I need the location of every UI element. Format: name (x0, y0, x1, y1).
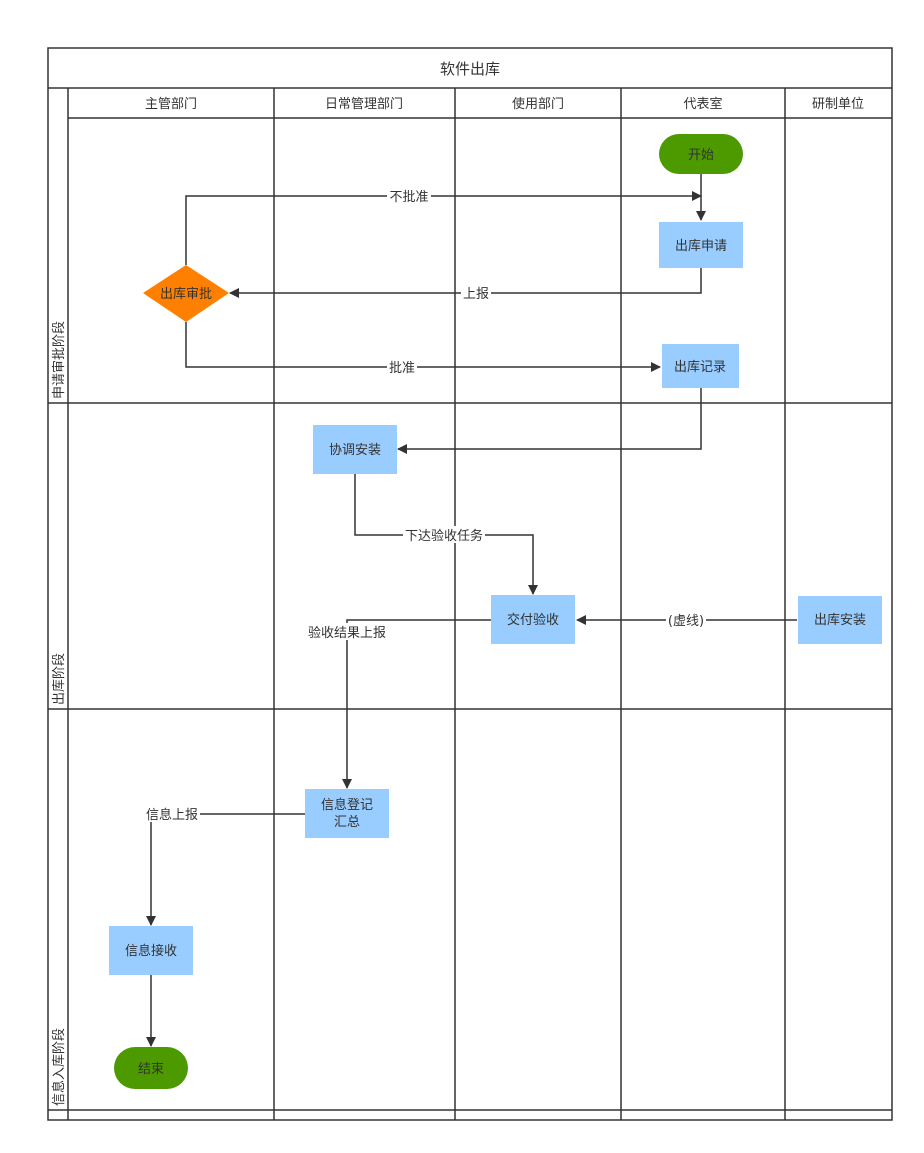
apply-process-shape (659, 222, 743, 268)
coord-process-shape (313, 425, 397, 474)
node-receive: 信息接收 (109, 926, 193, 975)
phase-label-1: 申请审批阶段 (52, 321, 67, 399)
node-register: 信息登记 汇总 (305, 789, 389, 838)
edge-label-bg-task (403, 526, 485, 543)
edge-label-dashed: (虚线) (668, 614, 704, 629)
node-record: 出库记录 (662, 344, 739, 388)
node-coord: 协调安装 (313, 425, 397, 474)
deliver-process-shape (491, 595, 575, 644)
edge-label-bg-report (461, 284, 491, 301)
receive-process-shape (109, 926, 193, 975)
column-header-4: 代表室 (683, 96, 722, 112)
edge-reject (185, 191, 702, 265)
edge-result (342, 619, 491, 789)
node-deliver-label: 交付验收 (507, 612, 559, 628)
edge-label-bg-result (305, 623, 389, 640)
edge-label-report: 上报 (463, 287, 489, 302)
node-coord-label: 协调安装 (329, 443, 381, 458)
start-terminal-shape (659, 134, 743, 174)
node-record-label: 出库记录 (674, 359, 726, 375)
register-process-shape (305, 789, 389, 838)
connectors (146, 174, 797, 1047)
node-end: 结束 (114, 1047, 188, 1089)
node-approve: 出库审批 (143, 265, 229, 322)
edge-approved (185, 322, 661, 372)
node-end-label: 结束 (138, 1062, 164, 1077)
node-apply: 出库申请 (659, 222, 743, 268)
edge-label-task: 下达验收任务 (405, 528, 483, 544)
approve-decision-shape (143, 265, 229, 322)
edge-label-result: 验收结果上报 (308, 625, 386, 641)
outer-frame (47, 47, 893, 1121)
node-install-label: 出库安装 (814, 612, 866, 628)
node-start-label: 开始 (688, 148, 714, 163)
end-terminal-shape (114, 1047, 188, 1089)
column-header-5: 研制单位 (812, 97, 864, 112)
node-start: 开始 (659, 134, 743, 174)
node-approve-label: 出库审批 (160, 286, 212, 302)
edge-label-bg-dashed (666, 611, 706, 628)
phase-label-3: 信息入库阶段 (51, 1028, 67, 1106)
edge-label-inforeport: 信息上报 (146, 807, 198, 823)
diagram-title: 软件出库 (440, 60, 500, 78)
node-apply-label: 出库申请 (675, 238, 727, 254)
edge-report (229, 268, 702, 298)
install-process-shape (798, 596, 882, 644)
edge-inforeport (146, 813, 305, 926)
edge-label-bg-approved (387, 358, 417, 375)
edge-label-reject: 不批准 (389, 190, 428, 205)
edge-record-to-coord (397, 388, 702, 454)
edge-label-bg-reject (387, 187, 431, 204)
column-header-3: 使用部门 (512, 96, 564, 112)
node-deliver: 交付验收 (491, 595, 575, 644)
node-register-label-line2: 汇总 (334, 815, 360, 830)
node-register-label-line1: 信息登记 (321, 797, 373, 813)
swimlane-grid (47, 47, 893, 1121)
node-receive-label: 信息接收 (125, 943, 177, 959)
record-process-shape (662, 344, 739, 388)
phase-label-2: 出库阶段 (51, 653, 67, 705)
column-header-1: 主管部门 (145, 97, 197, 112)
edge-label-bg-inforeport (144, 805, 200, 822)
column-header-2: 日常管理部门 (325, 97, 403, 112)
node-install: 出库安装 (798, 596, 882, 644)
edge-label-approved: 批准 (389, 361, 415, 376)
